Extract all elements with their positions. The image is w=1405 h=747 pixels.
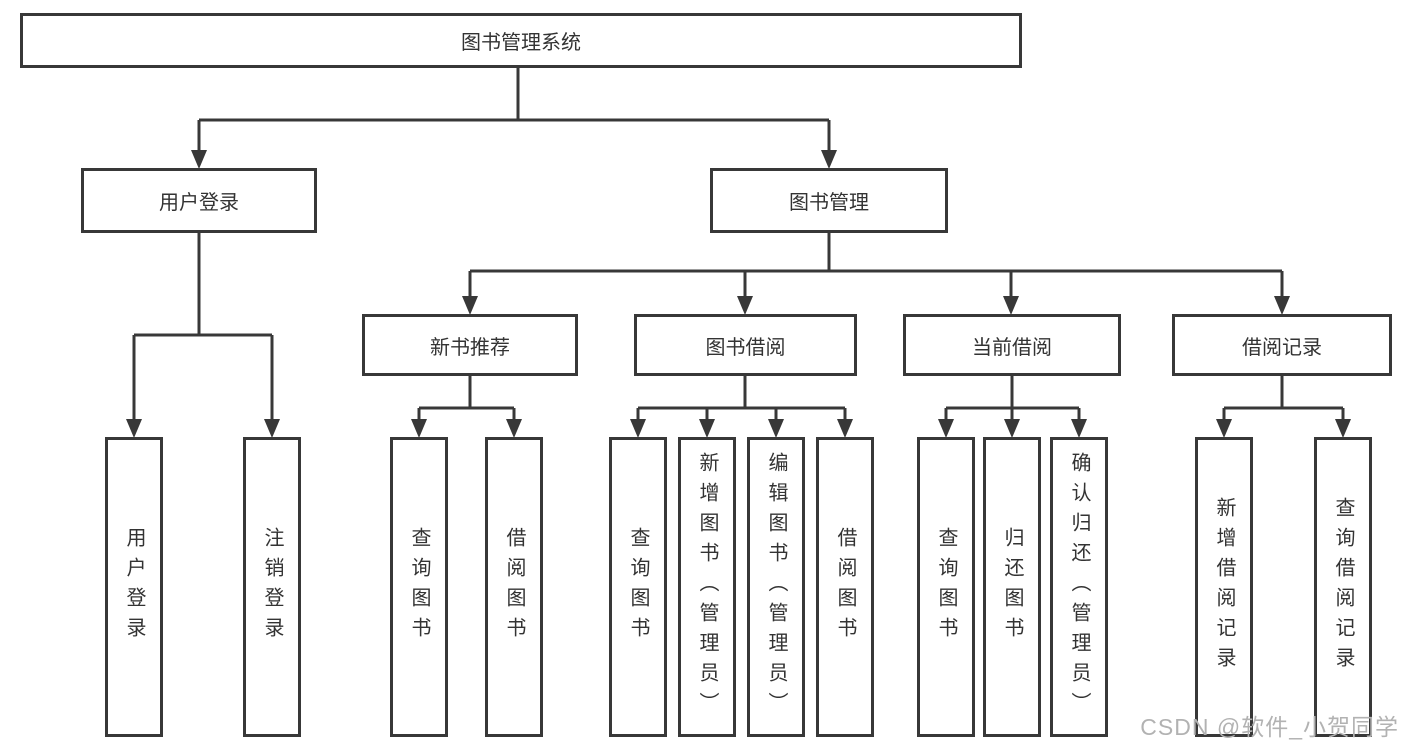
node-label: 用户登录 bbox=[159, 192, 239, 214]
node-label: 归还图书 bbox=[1001, 527, 1023, 647]
node-user-login-leaf: 用户登录 bbox=[105, 437, 163, 737]
node-label: 新书推荐 bbox=[430, 336, 510, 359]
node-user-login-branch: 用户登录 bbox=[81, 168, 317, 233]
node-label: 查询借阅记录 bbox=[1332, 497, 1354, 677]
node-label: 当前借阅 bbox=[972, 336, 1052, 359]
node-label: 编辑图书（管理员） bbox=[765, 452, 787, 722]
node-confirm-return-admin: 确认归还（管理员） bbox=[1050, 437, 1108, 737]
node-query-borrow-record: 查询借阅记录 bbox=[1314, 437, 1372, 737]
node-label: 新增图书（管理员） bbox=[696, 452, 718, 722]
node-label: 图书管理系统 bbox=[461, 32, 581, 54]
node-label: 图书借阅 bbox=[705, 336, 786, 359]
node-add-borrow-record: 新增借阅记录 bbox=[1195, 437, 1253, 737]
node-label: 查询图书 bbox=[408, 527, 430, 647]
watermark-text: CSDN @软件_小贺同学 bbox=[1140, 714, 1399, 740]
arrowhead-icons bbox=[126, 150, 1351, 438]
node-library-management-system: 图书管理系统 bbox=[20, 13, 1022, 68]
node-label: 借阅图书 bbox=[834, 527, 856, 647]
node-label: 确认归还（管理员） bbox=[1068, 452, 1090, 722]
node-borrow-books-recommendation: 借阅图书 bbox=[485, 437, 543, 737]
node-logout-leaf: 注销登录 bbox=[243, 437, 301, 737]
node-query-books-recommendation: 查询图书 bbox=[390, 437, 448, 737]
node-new-book-recommendation: 新书推荐 bbox=[362, 314, 578, 376]
node-query-books-current: 查询图书 bbox=[917, 437, 975, 737]
node-label: 图书管理 bbox=[789, 192, 869, 214]
node-borrow-books-borrowing: 借阅图书 bbox=[816, 437, 874, 737]
node-label: 借阅图书 bbox=[503, 527, 525, 647]
node-book-management-branch: 图书管理 bbox=[710, 168, 948, 233]
node-label: 用户登录 bbox=[123, 527, 145, 647]
node-label: 查询图书 bbox=[627, 527, 649, 647]
node-book-borrowing: 图书借阅 bbox=[634, 314, 857, 376]
node-label: 借阅记录 bbox=[1242, 336, 1322, 359]
node-label: 新增借阅记录 bbox=[1213, 497, 1235, 677]
node-current-borrowing: 当前借阅 bbox=[903, 314, 1121, 376]
node-label: 查询图书 bbox=[935, 527, 957, 647]
node-add-book-admin: 新增图书（管理员） bbox=[678, 437, 736, 737]
node-label: 注销登录 bbox=[261, 527, 283, 647]
node-borrowing-records: 借阅记录 bbox=[1172, 314, 1392, 376]
node-return-books: 归还图书 bbox=[983, 437, 1041, 737]
node-edit-book-admin: 编辑图书（管理员） bbox=[747, 437, 805, 737]
node-query-books-borrowing: 查询图书 bbox=[609, 437, 667, 737]
